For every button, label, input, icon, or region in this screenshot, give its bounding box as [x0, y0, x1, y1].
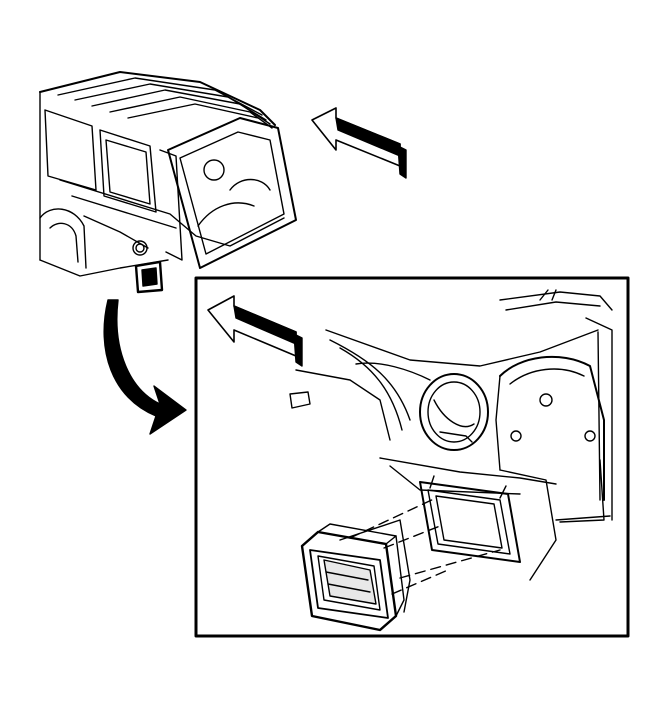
pressure-relief-vent [300, 523, 405, 632]
vent-opening [419, 475, 521, 563]
detail-frame [194, 276, 630, 638]
direction-arrow-icon [311, 107, 407, 179]
detail-view [194, 276, 630, 638]
vehicle-body-overview [39, 71, 297, 294]
direction-arrow-icon [207, 295, 303, 367]
fuel-door [419, 373, 489, 451]
callout-curved-arrow-icon [103, 299, 187, 435]
